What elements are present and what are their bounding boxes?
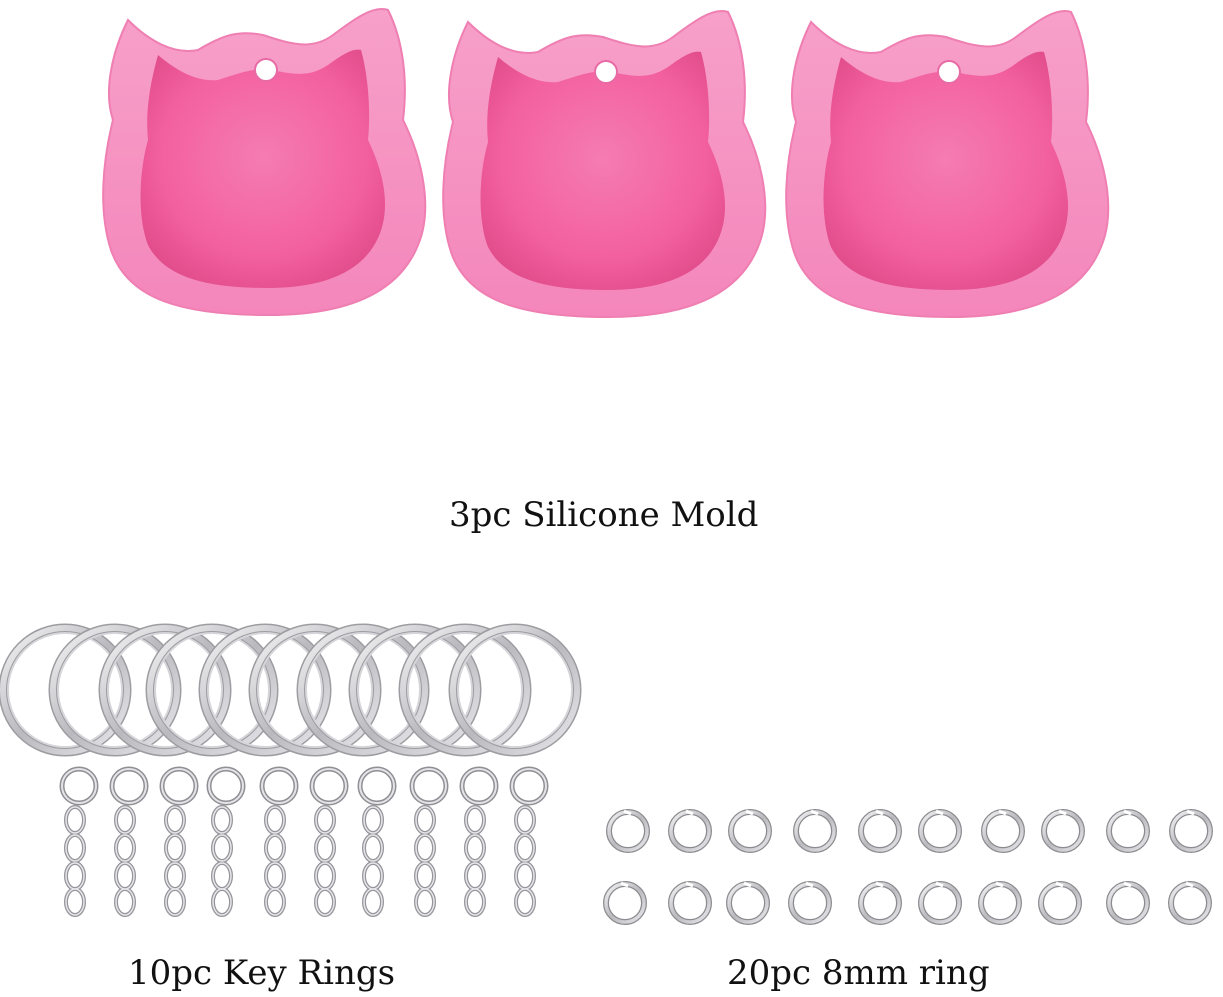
mold-1: [102, 8, 427, 317]
jump-ring: [981, 883, 1019, 922]
silicone-molds: [102, 8, 1110, 319]
jump-ring: [729, 883, 767, 922]
jump-ring: [921, 811, 959, 850]
jump-ring: [796, 811, 834, 850]
jump-ring: [1044, 811, 1082, 850]
jump-rings: [606, 811, 1210, 922]
silicone-mold-caption: 3pc Silicone Mold: [449, 495, 759, 535]
jump-ring: [791, 883, 829, 922]
mold-3: [785, 10, 1110, 319]
jump-ring: [861, 883, 899, 922]
jump-ring: [606, 883, 644, 922]
key-rings: [3, 628, 577, 915]
jump-ring: [671, 883, 709, 922]
jump-ring: [671, 811, 709, 850]
jump-ring: [731, 811, 769, 850]
jump-ring: [1109, 883, 1147, 922]
jump-ring: [1171, 883, 1209, 922]
jump-rings-caption: 20pc 8mm ring: [727, 953, 990, 993]
jump-ring: [921, 883, 959, 922]
jump-ring: [609, 811, 647, 850]
jump-ring: [861, 811, 899, 850]
jump-ring: [984, 811, 1022, 850]
jump-ring: [1109, 811, 1147, 850]
key-rings-caption: 10pc Key Rings: [128, 953, 396, 993]
jump-ring: [1041, 883, 1079, 922]
jump-ring: [1172, 811, 1210, 850]
mold-2: [442, 10, 767, 319]
